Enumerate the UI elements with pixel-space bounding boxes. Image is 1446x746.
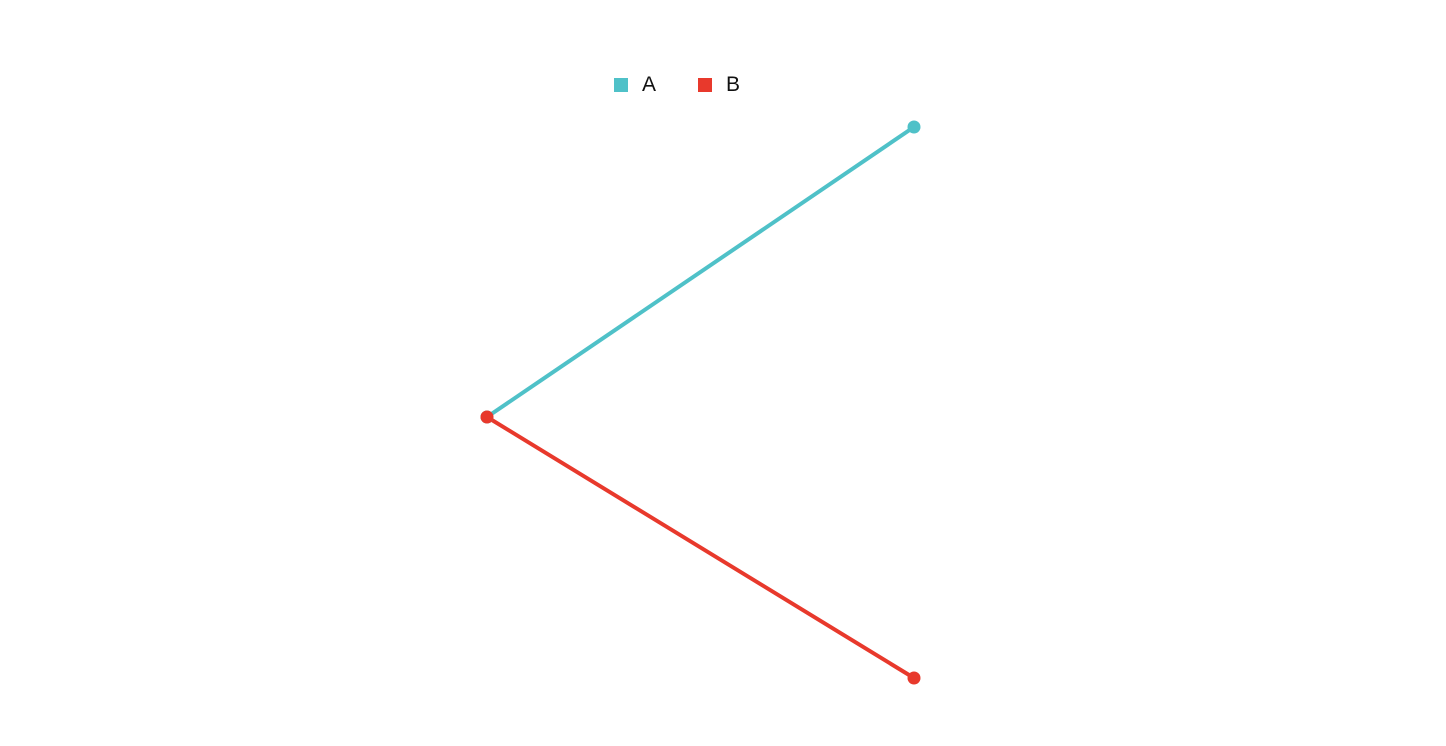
data-point-a-1[interactable] [907,120,921,134]
legend-label-a: A [642,73,657,96]
legend-item-b[interactable]: B [698,72,740,98]
legend-label-b: B [726,73,741,96]
legend-swatch-a [614,78,628,92]
series-line-a [485,125,916,419]
legend: A B [614,72,740,98]
legend-swatch-b [698,78,713,92]
series-line-b [485,415,916,680]
legend-item-a[interactable]: A [614,72,656,98]
data-point-b-1[interactable] [907,671,921,685]
data-point-b-0[interactable] [480,410,494,424]
